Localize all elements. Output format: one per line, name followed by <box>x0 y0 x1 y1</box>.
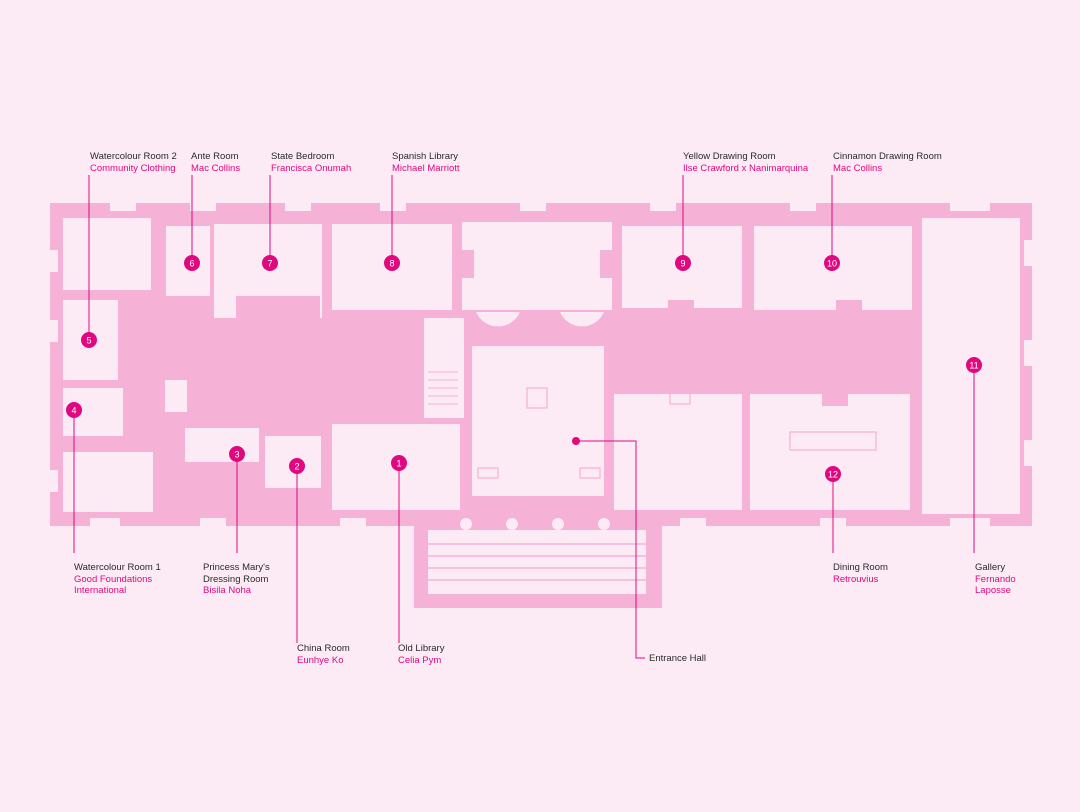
room-name: Princess Mary's <box>203 562 270 573</box>
marker-number: 9 <box>680 259 685 269</box>
room-name: State Bedroom <box>271 151 335 162</box>
marker-number: 5 <box>86 336 91 346</box>
designer-name: Community Clothing <box>90 162 176 174</box>
marker-number: 1 <box>396 459 401 469</box>
room-name: China Room <box>297 643 350 654</box>
marker-number: 10 <box>827 259 837 269</box>
room-name: Spanish Library <box>392 151 459 162</box>
designer-name: Mac Collins <box>833 162 883 174</box>
room-marker-china-room[interactable]: 2 <box>289 458 305 474</box>
marker-number: 3 <box>234 450 239 460</box>
designer-name: Francisca Onumah <box>271 162 352 174</box>
marker-circle[interactable] <box>289 458 305 474</box>
designer-name: International <box>74 585 127 596</box>
room-marker-princess-mary-s-dressing-room[interactable]: 3 <box>229 446 245 462</box>
room-name: Old Library <box>398 643 445 654</box>
marker-number: 2 <box>294 462 299 472</box>
leader-line-entrance-hall <box>576 440 645 659</box>
designer-name: Eunhye Ko <box>297 654 344 666</box>
room-marker-ante-room[interactable]: 6 <box>184 255 200 271</box>
designer-name: Bisila Noha <box>203 585 252 596</box>
designer-name: Good Foundations <box>74 573 153 585</box>
marker-number: 11 <box>969 361 978 371</box>
room-marker-dining-room[interactable]: 12 <box>825 466 841 482</box>
building-plan <box>50 203 1032 608</box>
room-marker-gallery[interactable]: 11 <box>966 357 982 373</box>
designer-name: Mac Collins <box>191 162 241 174</box>
room-name: Cinnamon Drawing Room <box>833 151 942 162</box>
room-marker-spanish-library[interactable]: 8 <box>384 255 400 271</box>
room-name: Dressing Room <box>203 573 269 585</box>
designer-name: Ilse Crawford x Nanimarquina <box>683 162 809 174</box>
room-marker-yellow-drawing-room[interactable]: 9 <box>675 255 691 271</box>
designer-name: Laposse <box>975 585 1011 596</box>
designer-name: Michael Marriott <box>392 162 460 174</box>
marker-circle[interactable] <box>262 255 278 271</box>
room-marker-state-bedroom[interactable]: 7 <box>262 255 278 271</box>
marker-circle[interactable] <box>966 357 982 373</box>
room-marker-watercolour-room-2[interactable]: 5 <box>81 332 97 348</box>
marker-number: 8 <box>389 259 394 269</box>
room-name: Dining Room <box>833 562 888 573</box>
designer-name: Retrouvius <box>833 573 879 585</box>
marker-number: 7 <box>267 259 272 269</box>
marker-circle[interactable] <box>824 255 840 271</box>
room-name: Ante Room <box>191 151 239 162</box>
room-name: Yellow Drawing Room <box>683 151 776 162</box>
room-marker-old-library[interactable]: 1 <box>391 455 407 471</box>
marker-circle[interactable] <box>184 255 200 271</box>
designer-name: Celia Pym <box>398 654 442 666</box>
room-label-entrance-hall: Entrance Hall <box>649 653 706 665</box>
marker-number: 4 <box>71 406 76 416</box>
entrance-hall-dot[interactable] <box>572 437 580 445</box>
designer-name: Fernando <box>975 573 1016 585</box>
marker-circle[interactable] <box>675 255 691 271</box>
room-name: Entrance Hall <box>649 653 707 664</box>
room-name: Watercolour Room 2 <box>90 151 177 162</box>
room-name: Watercolour Room 1 <box>74 562 161 573</box>
marker-number: 12 <box>828 470 838 480</box>
room-marker-cinnamon-drawing-room[interactable]: 10 <box>824 255 840 271</box>
marker-circle[interactable] <box>66 402 82 418</box>
leader-lines <box>73 175 975 659</box>
marker-number: 6 <box>189 259 194 269</box>
marker-circle[interactable] <box>384 255 400 271</box>
marker-circle[interactable] <box>81 332 97 348</box>
marker-circle[interactable] <box>391 455 407 471</box>
room-name: Gallery <box>975 562 1006 573</box>
marker-circle[interactable] <box>825 466 841 482</box>
marker-circle[interactable] <box>229 446 245 462</box>
room-marker-watercolour-room-1[interactable]: 4 <box>66 402 82 418</box>
